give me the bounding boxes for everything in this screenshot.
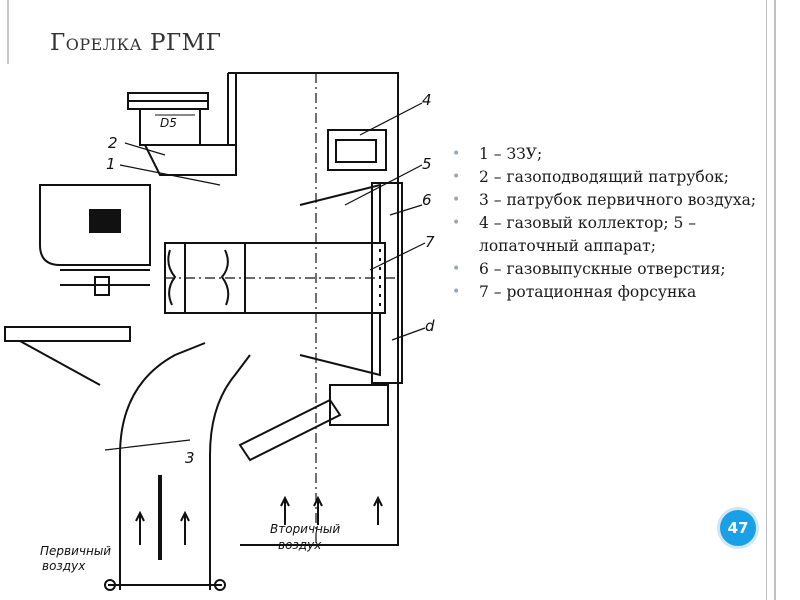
- diagram-labels: 2 1 4 5 6 7 d 3 D5 Первичный воздух Втор…: [40, 91, 435, 573]
- legend-text: 2 – газоподводящий патрубок;: [479, 168, 729, 186]
- label-3: 3: [185, 449, 195, 467]
- primary-air-pipe-inner: [209, 354, 251, 590]
- leader-1: [119, 164, 221, 186]
- bullet-icon: •: [452, 215, 461, 231]
- bullet-icon: •: [452, 284, 461, 300]
- legend-item: • 3 – патрубок первичного воздуха;: [452, 189, 772, 212]
- leader-4: [359, 102, 423, 136]
- nozzle-spring: [167, 249, 177, 306]
- label-2: 2: [108, 134, 118, 152]
- motor-vent: [89, 209, 121, 233]
- motor-housing: [39, 184, 151, 266]
- legend-item: • 4 – газовый коллектор; 5 – лопаточный а…: [452, 212, 772, 258]
- bullet-icon: •: [452, 261, 461, 277]
- bullet-icon: •: [452, 146, 461, 162]
- leader-7: [369, 242, 426, 271]
- bullet-icon: •: [452, 169, 461, 185]
- leader-6: [389, 204, 423, 216]
- gas-collector: [327, 129, 387, 171]
- label-secondary-air-1: Вторичный: [270, 522, 340, 536]
- support-strut: [19, 340, 101, 386]
- page-number-badge: 47: [717, 507, 759, 549]
- right-rule-thick: [774, 0, 776, 600]
- primary-air-pipe-outer: [119, 342, 206, 590]
- legend-item: • 7 – ротационная форсунка: [452, 281, 772, 304]
- label-primary-air-1: Первичный: [40, 544, 111, 558]
- leader-2: [124, 142, 166, 156]
- legend-text: 7 – ротационная форсунка: [479, 283, 697, 301]
- main-duct-outline: [228, 72, 399, 546]
- gas-collector-inner: [335, 139, 377, 163]
- label-primary-air-2: воздух: [42, 559, 86, 573]
- leader-5: [344, 164, 423, 206]
- legend-text: 1 – ЗЗУ;: [479, 145, 543, 163]
- label-1: 1: [106, 155, 116, 173]
- legend-item: • 2 – газоподводящий патрубок;: [452, 166, 772, 189]
- legend-text: 6 – газовыпускные отверстия;: [479, 260, 726, 278]
- label-4: 4: [422, 91, 432, 109]
- primary-airflow-arrows: [135, 510, 190, 545]
- slide-title: Горелка РГМГ: [50, 30, 222, 56]
- lower-bracket: [238, 398, 342, 462]
- bullet-icon: •: [452, 192, 461, 208]
- legend-text: 3 – патрубок первичного воздуха;: [479, 191, 757, 209]
- gas-inlet-neck: [139, 108, 201, 146]
- legend-list: •1 – ЗЗУ; •2 – газоподводящий патрубок; …: [452, 143, 772, 304]
- secondary-airflow-arrows: [280, 495, 383, 525]
- label-7: 7: [425, 233, 435, 251]
- right-rule-thin: [766, 0, 767, 600]
- label-dim: D5: [160, 116, 177, 130]
- label-5: 5: [422, 155, 432, 173]
- legend-item: • 6 – газовыпускные отверстия;: [452, 258, 772, 281]
- vane-lower: [299, 313, 381, 377]
- gas-inlet-pipe: [143, 144, 237, 176]
- label-d: d: [425, 317, 435, 335]
- left-decor-rule: [7, 0, 9, 64]
- label-6: 6: [422, 191, 432, 209]
- right-decor-rules: [766, 0, 778, 600]
- support-beam: [4, 326, 131, 342]
- lower-collector: [329, 384, 389, 426]
- motor-bracket: [94, 276, 110, 296]
- leader-3: [104, 439, 191, 451]
- leader-d: [391, 327, 426, 341]
- legend-item: • 1 – ЗЗУ;: [452, 143, 772, 166]
- diagram-drawing: [4, 72, 426, 591]
- label-secondary-air-2: воздух: [278, 538, 322, 552]
- burner-diagram: 2 1 4 5 6 7 d 3 D5 Первичный воздух Втор…: [4, 72, 435, 591]
- legend-text: 4 – газовый коллектор; 5 – лопаточный ап…: [479, 214, 697, 255]
